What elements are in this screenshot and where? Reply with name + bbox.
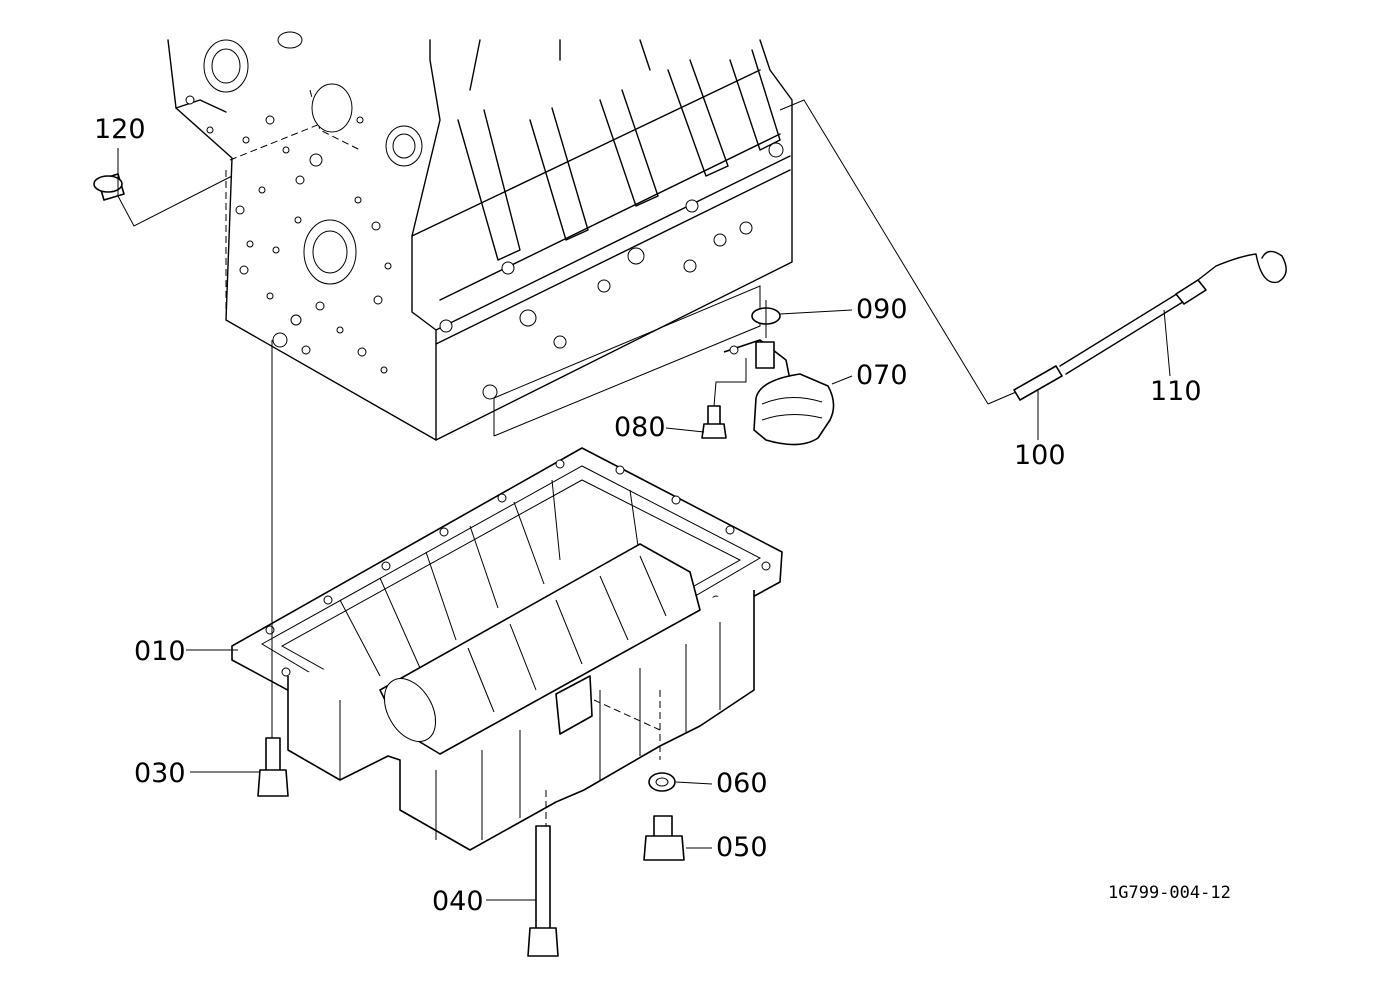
- bolt-080-illustration: [701, 405, 727, 439]
- callout-120: 120: [94, 114, 146, 145]
- dipstick-110-illustration: [1013, 250, 1287, 401]
- callout-labels: 010 030 040 050 060 070 080 090 100 110 …: [94, 114, 1202, 917]
- callout-110: 110: [1150, 376, 1202, 407]
- callout-060: 060: [716, 768, 768, 799]
- bolt-040-illustration: [527, 825, 559, 957]
- callout-090: 090: [856, 294, 908, 325]
- oil-strainer-070-illustration: [723, 339, 835, 446]
- callout-030: 030: [134, 758, 186, 789]
- engine-block-illustration: [167, 31, 793, 441]
- callout-010: 010: [134, 636, 186, 667]
- callout-070: 070: [856, 360, 908, 391]
- drain-plug-050-illustration: [643, 815, 685, 861]
- oil-pan-illustration: [231, 447, 783, 851]
- callout-080: 080: [614, 412, 666, 443]
- callout-050: 050: [716, 832, 768, 863]
- bolt-030-illustration: [257, 737, 289, 797]
- drawing-id: 1G799-004-12: [1108, 883, 1231, 903]
- callout-100: 100: [1014, 440, 1066, 471]
- leader-lines: [117, 99, 1171, 901]
- plug-120-illustration: [93, 173, 125, 201]
- callout-040: 040: [432, 886, 484, 917]
- gasket-060-illustration: [648, 772, 676, 792]
